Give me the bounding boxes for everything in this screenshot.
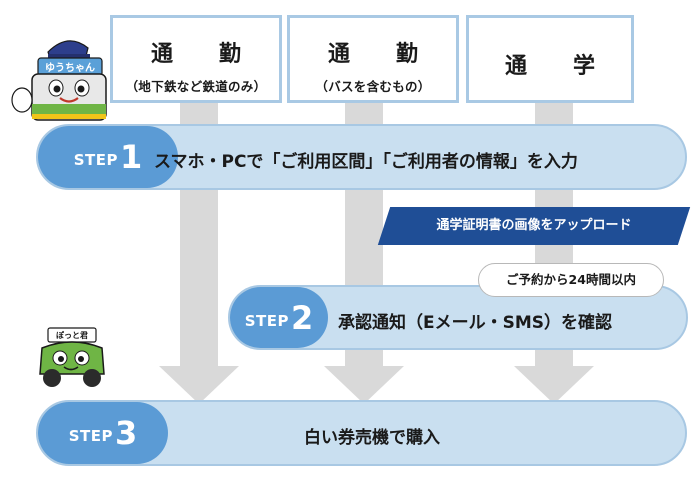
step3-pill: STEP 3 [38, 402, 168, 464]
step3-text: 白い券売機で購入 [304, 428, 440, 448]
time-limit-tag: ご予約から24時間以内 [478, 263, 664, 297]
step3-number: 3 [115, 414, 138, 452]
step2-pill: STEP 2 [230, 287, 328, 348]
column-box-commute-bus: 通 勤 （バスを含むもの） [287, 15, 459, 103]
step2-band: STEP 2 承認通知（Eメール・SMS）を確認 [228, 285, 688, 350]
step1-text: スマホ・PCで「ご利用区間」「ご利用者の情報」を入力 [154, 152, 578, 172]
step3-label: STEP [68, 427, 113, 445]
step1-label: STEP [73, 151, 118, 169]
step3-band: STEP 3 白い券売機で購入 [36, 400, 687, 466]
column-box-commute-rail: 通 勤 （地下鉄など鉄道のみ） [110, 15, 282, 103]
arrow-head-col3 [514, 366, 594, 404]
car-mascot-illustration: ぽっと君 [39, 327, 105, 387]
upload-note-text: 通学証明書の画像をアップロード [436, 218, 632, 233]
mascot-car-sign-text: ぽっと君 [56, 330, 88, 340]
arrow-head-col2 [324, 366, 404, 404]
column-title: 通 勤 [327, 42, 430, 67]
column-subtitle: （バスを含むもの） [315, 79, 431, 94]
mascot-sign-text: ゆうちゃん [45, 62, 95, 74]
column-title: 通 学 [504, 54, 607, 79]
column-title: 通 勤 [150, 42, 253, 67]
arrow-head-col1 [159, 366, 239, 404]
step2-number: 2 [291, 298, 314, 337]
step2-text: 承認通知（Eメール・SMS）を確認 [338, 313, 613, 333]
train-mascot-illustration: ゆうちゃん [11, 40, 107, 121]
step1-number: 1 [120, 138, 143, 176]
column-subtitle: （地下鉄など鉄道のみ） [125, 79, 267, 94]
step1-pill: STEP 1 [38, 126, 178, 188]
step2-label: STEP [244, 311, 289, 330]
column-box-school: 通 学 [466, 15, 634, 103]
step1-band: STEP 1 スマホ・PCで「ご利用区間」「ご利用者の情報」を入力 [36, 124, 687, 190]
